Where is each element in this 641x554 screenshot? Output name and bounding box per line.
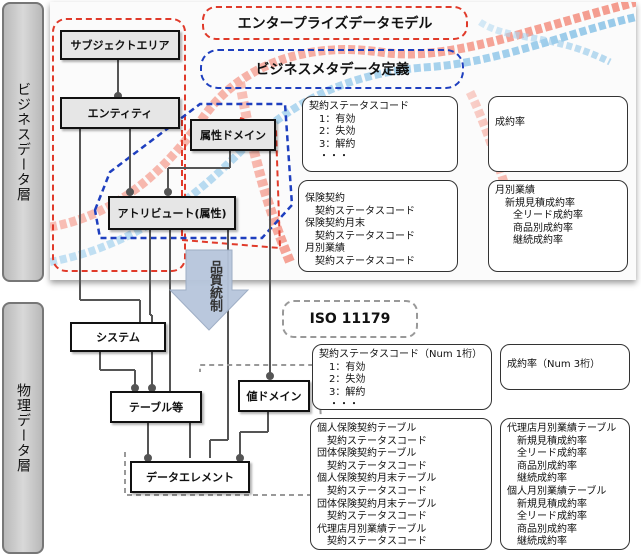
- agency-line: 継続成約率: [517, 473, 567, 485]
- table-line: 個人保険契約月末テーブル: [317, 473, 437, 485]
- business-layer-text: ビジネスデータ層: [15, 82, 31, 202]
- attribute-domain-box: 属性ドメイン: [190, 119, 276, 151]
- table-line: 月別業績: [305, 243, 345, 255]
- table-etc-box: テーブル等: [110, 391, 202, 423]
- monthly-line: 全リード成約率: [513, 210, 583, 222]
- domain-line: ・・・: [319, 151, 349, 163]
- success-rate-text: 成約率: [495, 117, 525, 128]
- data-element-box: データエレメント: [130, 461, 250, 493]
- iso-label: ISO 11179: [309, 311, 391, 327]
- quality-control-label: 品質統制: [207, 260, 222, 312]
- table-line: 団体保険契約テーブル: [317, 448, 417, 460]
- monthly-line: 商品別成約率: [513, 222, 573, 234]
- enterprise-model-outline: [202, 6, 468, 40]
- attribute-box: アトリビュート(属性): [108, 196, 236, 230]
- bottom-tables-box: 個人保険契約テーブル 契約ステータスコード 団体保険契約テーブル 契約ステータス…: [310, 418, 492, 550]
- monthly-line: 継続成約率: [513, 235, 563, 247]
- subject-area-box: サブジェクトエリア: [60, 30, 180, 60]
- agency-line: 全リード成約率: [517, 448, 587, 460]
- entity-box: エンティティ: [60, 97, 180, 129]
- top-monthly-box: 月別業績 新規見積成約率 全リード成約率 商品別成約率 継続成約率: [488, 180, 628, 272]
- domain-line: 2：失効: [319, 126, 356, 138]
- table-line: 契約ステータスコード: [327, 485, 427, 497]
- agency-line: 新規見積成約率: [517, 435, 587, 447]
- bottom-success-rate-box: 成約率（Num 3桁）: [500, 344, 630, 390]
- agency-line: 商品別成約率: [517, 460, 577, 472]
- bottom-domain-values-box: 契約ステータスコード（Num 1桁） 1：有効 2：失効 3：解約 ・・・: [312, 344, 492, 410]
- physical-layer-label: 物理データ層: [2, 302, 44, 554]
- domain-line: 3：解約: [329, 386, 366, 398]
- top-success-rate-box: 成約率: [488, 96, 628, 172]
- agency-line: 個人月別業績テーブル: [507, 485, 607, 497]
- monthly-line: 新規見積成約率: [505, 197, 575, 209]
- agency-line: 新規見積成約率: [517, 498, 587, 510]
- top-tables-box: 保険契約 契約ステータスコード 保険契約月末 契約ステータスコード 月別業績 契…: [298, 180, 458, 272]
- domain-line: 1：有効: [329, 361, 366, 373]
- table-line: 契約ステータスコード: [315, 255, 415, 267]
- table-line: 契約ステータスコード: [315, 230, 415, 242]
- table-line: 契約ステータスコード: [327, 511, 427, 523]
- system-box: システム: [70, 322, 166, 352]
- table-line: 団体保険契約月末テーブル: [317, 498, 437, 510]
- value-domain-box: 値ドメイン: [238, 380, 310, 412]
- domain-line: ・・・: [329, 399, 359, 411]
- table-line: 契約ステータスコード: [327, 460, 427, 472]
- agency-line: 全リード成約率: [517, 511, 587, 523]
- domain-line: 契約ステータスコード: [309, 101, 409, 112]
- table-line: 契約ステータスコード: [315, 205, 415, 217]
- monthly-line: 月別業績: [495, 185, 535, 196]
- enterprise-model-title: エンタープライズデータモデル: [237, 16, 433, 32]
- agency-line: 商品別成約率: [517, 523, 577, 535]
- iso-outline: [282, 300, 418, 338]
- business-metadata-title: ビジネスメタデータ定義: [255, 62, 410, 78]
- agency-line: 継続成約率: [517, 536, 567, 548]
- agency-line: 代理店月別業績テーブル: [507, 423, 617, 434]
- business-layer-label: ビジネスデータ層: [2, 2, 44, 282]
- top-domain-values-box: 契約ステータスコード 1：有効 2：失効 3：解約 ・・・: [302, 96, 458, 172]
- domain-line: 2：失効: [329, 374, 366, 386]
- table-line: 契約ステータスコード: [327, 435, 427, 447]
- table-line: 個人保険契約テーブル: [317, 423, 417, 434]
- success-rate-text: 成約率（Num 3桁）: [507, 359, 601, 370]
- business-metadata-outline: [200, 49, 464, 89]
- physical-layer-text: 物理データ層: [15, 383, 31, 473]
- table-line: 代理店月別業績テーブル: [317, 523, 427, 535]
- bottom-agency-box: 代理店月別業績テーブル 新規見積成約率 全リード成約率 商品別成約率 継続成約率…: [500, 418, 630, 550]
- table-line: 保険契約: [305, 193, 345, 204]
- table-line: 契約ステータスコード: [327, 536, 427, 548]
- domain-line: 契約ステータスコード（Num 1桁）: [319, 349, 483, 360]
- domain-line: 1：有効: [319, 113, 356, 125]
- domain-line: 3：解約: [319, 138, 356, 150]
- table-line: 保険契約月末: [305, 218, 365, 230]
